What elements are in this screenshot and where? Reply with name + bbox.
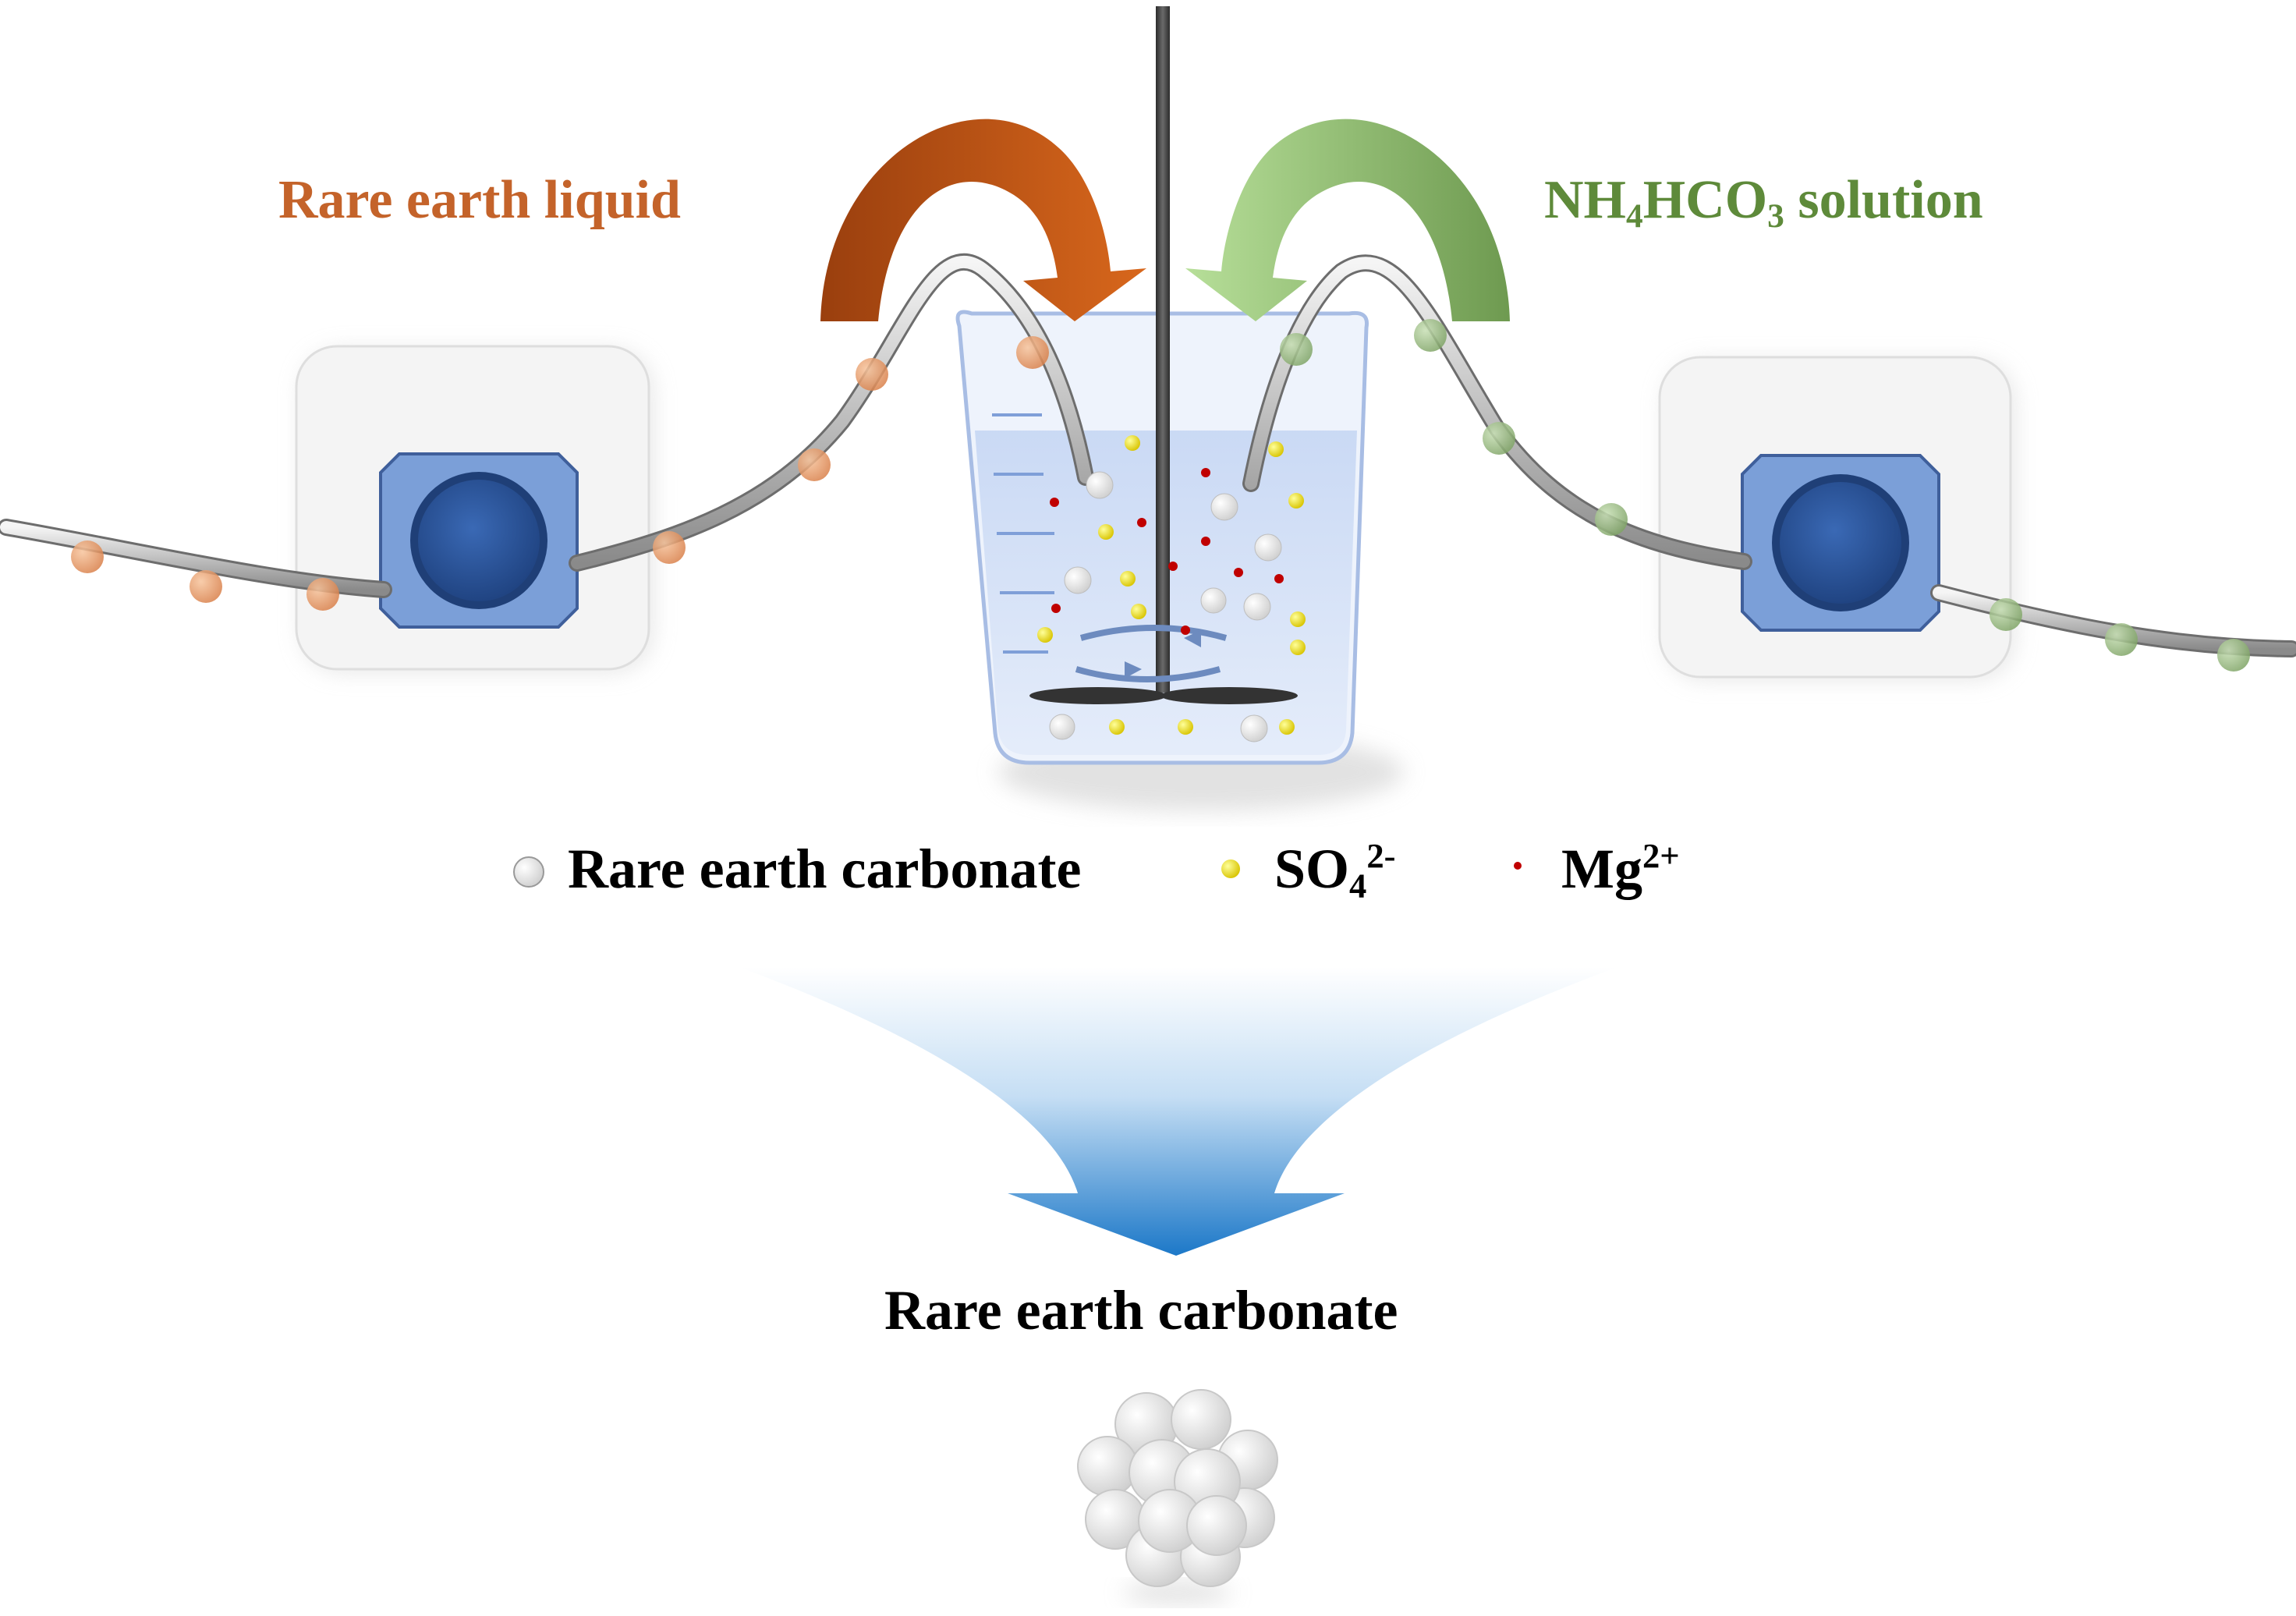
reagent-formula-part: solution <box>1784 170 1983 230</box>
legend-magnesium-label: Mg2+ <box>1561 838 1680 900</box>
product-label: Rare earth carbonate <box>884 1279 1398 1341</box>
graduation-marks <box>992 413 1054 654</box>
legend-sulfate-label: SO42- <box>1274 838 1396 903</box>
reagent-formula-subscript: 4 <box>1626 197 1643 236</box>
magnesium-ions <box>1050 468 1284 635</box>
reagent-arrow-icon <box>1185 119 1510 321</box>
legend-carbonate-label: Rare earth carbonate <box>568 838 1082 900</box>
rotation-arrow-icon <box>1079 625 1228 641</box>
legend-markers <box>513 856 1522 888</box>
reagent-beads <box>1280 319 2250 672</box>
rare-earth-liquid-beads <box>71 336 1049 611</box>
magnesium-legend-icon <box>1514 862 1522 870</box>
sulfate-charge: 2- <box>1366 836 1396 876</box>
stirrer <box>1029 6 1298 704</box>
sulfate-subscript: 4 <box>1349 866 1367 905</box>
magnesium-base: Mg <box>1561 838 1642 900</box>
right-pump <box>1658 356 2015 680</box>
rare-earth-liquid-label: Rare earth liquid <box>278 170 681 230</box>
sulfate-ions <box>1037 435 1306 735</box>
reagent-formula-part: HCO <box>1642 170 1768 230</box>
left-pump <box>295 345 654 672</box>
rare-earth-liquid-arrow-icon <box>820 119 1146 321</box>
carbonate-particles <box>1049 471 1282 742</box>
sulfate-legend-icon <box>1221 859 1240 878</box>
carbonate-legend-icon <box>513 856 544 888</box>
sulfate-base: SO <box>1274 838 1350 900</box>
particle-cluster-icon <box>1077 1389 1278 1604</box>
funnel-arrow-icon <box>739 967 1617 1256</box>
reagent-solution-label: NH4HCO3 solution <box>1544 170 1983 233</box>
magnesium-charge: 2+ <box>1642 836 1680 876</box>
reagent-formula-subscript: 3 <box>1767 197 1784 236</box>
reagent-formula-part: NH <box>1544 170 1626 230</box>
